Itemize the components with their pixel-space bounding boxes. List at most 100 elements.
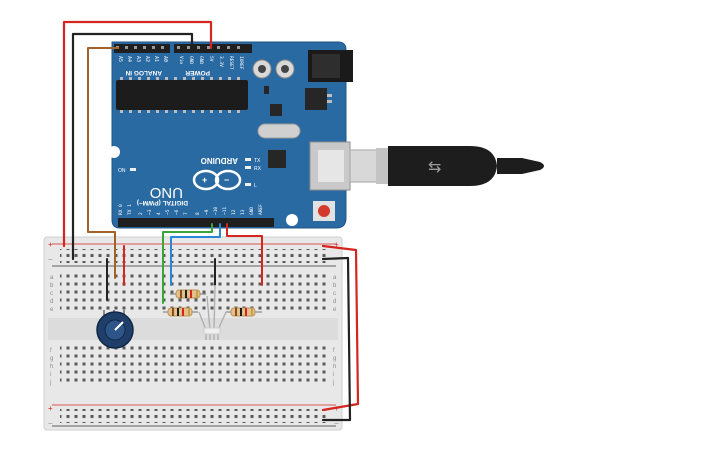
usb-strain-relief bbox=[497, 158, 544, 174]
rail-plus-label-bl: + bbox=[48, 404, 53, 413]
pin-label: ~5 bbox=[165, 209, 171, 215]
wire-rail-red[interactable] bbox=[321, 244, 360, 412]
arduino-uno-board[interactable]: ANALOG IN POWER DIGITAL (PWM~) A5 A4 A3 … bbox=[108, 41, 353, 229]
row-letter: j bbox=[332, 380, 334, 386]
wire-rail-black[interactable] bbox=[321, 256, 352, 422]
pin-label: RESET bbox=[228, 56, 234, 70]
wire-green[interactable] bbox=[162, 223, 213, 304]
analog-in-label: ANALOG IN bbox=[125, 69, 162, 76]
pin-label: 5V bbox=[208, 56, 214, 62]
analog-header[interactable] bbox=[114, 44, 170, 53]
pin-label: 12 bbox=[231, 209, 237, 215]
smd-part bbox=[264, 86, 269, 94]
mount-hole bbox=[108, 146, 120, 158]
pin-label: A1 bbox=[153, 56, 159, 62]
row-letter: b bbox=[333, 283, 337, 289]
pin-label: 3.3V bbox=[218, 56, 224, 67]
on-led bbox=[130, 168, 136, 171]
l-led bbox=[245, 183, 251, 186]
row-letter: j bbox=[49, 380, 51, 386]
power-pin-labels: Vin GND GND 5V 3.3V RESET IOREF bbox=[178, 56, 244, 70]
pin-label: GND bbox=[249, 207, 255, 215]
crystal-oscillator bbox=[257, 123, 301, 139]
pin-label: A0 bbox=[162, 56, 168, 62]
chip-pins bbox=[120, 77, 240, 113]
pin-label: 7 bbox=[183, 212, 189, 215]
rail-plus-label-tr: + bbox=[334, 240, 339, 249]
rail-minus-label-bl: − bbox=[48, 419, 53, 428]
bottom-rail-holes bbox=[60, 409, 330, 423]
pin-label: Vin bbox=[178, 56, 184, 64]
row-letter: b bbox=[50, 283, 54, 289]
power-jack-inner bbox=[312, 54, 340, 78]
rx-led bbox=[245, 166, 251, 169]
rx-led-label: RX bbox=[254, 166, 262, 172]
row-letter: c bbox=[50, 291, 53, 297]
pin-label: IOREF bbox=[238, 56, 244, 70]
resistor-3[interactable] bbox=[226, 307, 262, 317]
logo-ring-right bbox=[214, 169, 242, 191]
wire-pin9-red[interactable] bbox=[226, 223, 263, 286]
rgb-led-base bbox=[203, 327, 221, 335]
wire-gnd-black[interactable] bbox=[71, 32, 194, 261]
main-holes-bottom bbox=[60, 345, 330, 385]
atmega-chip bbox=[116, 80, 248, 110]
resistor-1[interactable] bbox=[170, 289, 206, 299]
power-label: POWER bbox=[185, 69, 210, 76]
pin-label: A5 bbox=[117, 56, 123, 62]
pin-label: AREF bbox=[258, 204, 264, 215]
row-letter: g bbox=[50, 356, 53, 362]
wire-a5-brown[interactable] bbox=[87, 47, 119, 279]
row-letter: i bbox=[333, 372, 334, 378]
potentiometer[interactable] bbox=[96, 310, 134, 349]
usb-plug-body bbox=[388, 146, 497, 186]
rail-minus-label-br: − bbox=[334, 419, 339, 428]
row-letter: d bbox=[333, 299, 336, 305]
pin-label: ~6 bbox=[174, 209, 180, 215]
rgb-led[interactable] bbox=[198, 284, 227, 340]
row-letters-right: a b c d e f g h i j bbox=[332, 275, 337, 386]
pin-label: A4 bbox=[126, 56, 132, 62]
digital-label: DIGITAL (PWM~) bbox=[137, 199, 188, 206]
usb-plug-collar bbox=[376, 148, 388, 184]
pin-label: ~10 bbox=[213, 207, 219, 215]
tx-led-label: TX bbox=[254, 158, 261, 164]
wire-5v-red[interactable] bbox=[62, 20, 213, 248]
pin-label: ~3 bbox=[147, 209, 153, 215]
pin-label: 4 bbox=[156, 212, 162, 215]
breadboard: + − + − + − + − a b c d e f g h i j a b … bbox=[43, 236, 343, 431]
pin-label: TX 1 bbox=[127, 204, 133, 215]
analog-pin-labels: A5 A4 A3 A2 A1 A0 bbox=[117, 56, 168, 62]
logo-plus: + bbox=[202, 175, 207, 185]
pin-label: 2 bbox=[138, 212, 144, 215]
digital-header[interactable] bbox=[118, 218, 274, 227]
row-letter: f bbox=[333, 348, 335, 354]
wire-blue[interactable] bbox=[170, 223, 221, 286]
tx-led bbox=[245, 158, 251, 161]
row-letter: a bbox=[50, 275, 54, 281]
pin-label: 13 bbox=[240, 209, 246, 215]
usb-b-port-inner bbox=[318, 150, 344, 182]
resistor-2[interactable] bbox=[163, 307, 198, 317]
row-letter: g bbox=[333, 356, 336, 362]
usb-interface-chip bbox=[268, 150, 286, 168]
power-header[interactable] bbox=[174, 44, 252, 53]
row-letter: h bbox=[333, 364, 336, 370]
row-letter: c bbox=[333, 291, 336, 297]
l-led-label: L bbox=[254, 183, 257, 189]
capacitor-1-top bbox=[258, 65, 266, 73]
pin-label: ~9 bbox=[204, 209, 210, 215]
usb-icon: ⇆ bbox=[428, 157, 441, 176]
row-letters-left: a b c d e f g h i j bbox=[49, 275, 54, 386]
capacitor-2-top bbox=[281, 65, 289, 73]
top-rail-holes bbox=[60, 249, 330, 263]
row-letter: d bbox=[50, 299, 53, 305]
mount-hole bbox=[286, 214, 298, 226]
usb-cable[interactable]: ⇆ bbox=[349, 146, 544, 186]
logo-minus: − bbox=[224, 175, 229, 185]
row-letter: i bbox=[50, 372, 51, 378]
reset-button[interactable] bbox=[318, 205, 330, 217]
pin-label: 8 bbox=[195, 212, 201, 215]
pin-label: GND bbox=[188, 56, 194, 64]
digital-pin-labels: AREF GND 13 12 ~11 ~10 ~9 8 7 ~6 ~5 4 ~3… bbox=[118, 204, 264, 215]
